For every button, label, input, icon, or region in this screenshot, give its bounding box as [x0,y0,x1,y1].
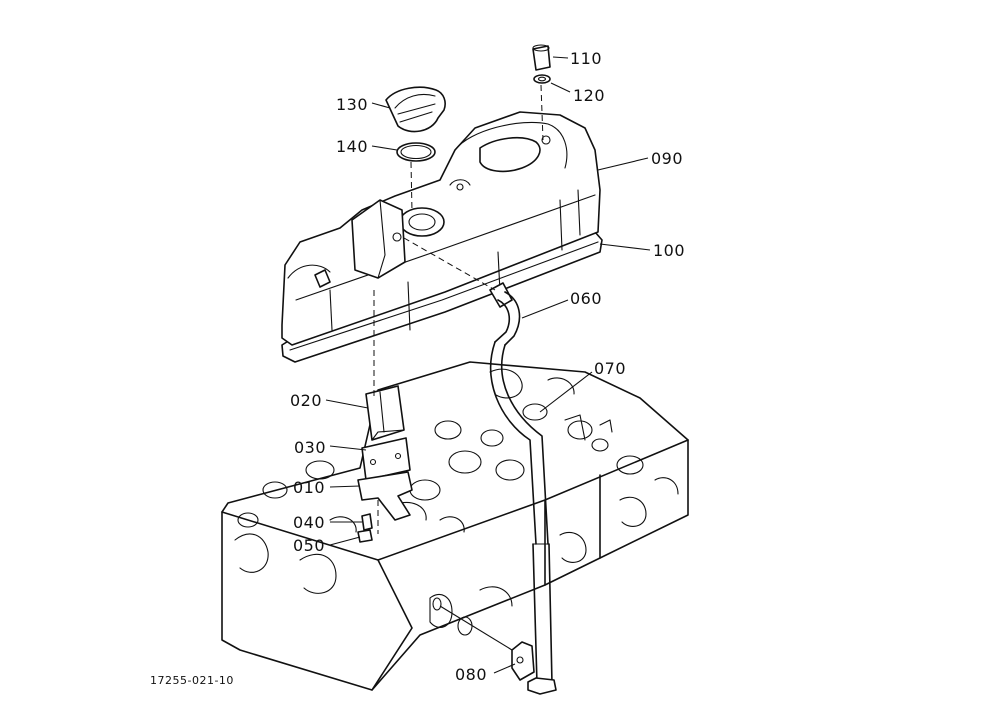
callout-labels: 110 120 130 140 090 100 060 070 020 030 … [290,49,685,684]
callout-040: 040 [293,513,325,532]
callout-050: 050 [293,536,325,555]
callout-110: 110 [570,49,602,68]
o-ring-drawing [396,142,436,162]
washer-drawing [533,74,551,84]
callout-120: 120 [573,86,605,105]
callout-140: 140 [336,137,368,156]
oil-filler-cap-drawing [385,86,446,133]
pipe-clamp-drawing [511,641,535,681]
figure-id-label: 17255-021-10 [150,674,234,687]
breather-hose-drawing [494,291,521,346]
callout-090: 090 [651,149,683,168]
breather-bracket-drawing [357,471,413,521]
head-cover-drawing [281,111,601,346]
center-lines [373,84,544,534]
breather-pipe-drawing [490,341,557,695]
callout-030: 030 [294,438,326,457]
cap-nut-drawing [532,44,551,71]
callout-130: 130 [336,95,368,114]
callout-010: 010 [293,478,325,497]
leader-lines [325,56,651,674]
breather-valve-drawing [365,385,405,441]
callout-080: 080 [455,665,487,684]
callout-100: 100 [653,241,685,260]
nut-drawing [357,529,373,543]
screw-drawing [361,513,373,531]
callout-060: 060 [570,289,602,308]
callout-070: 070 [594,359,626,378]
breather-plate-drawing [361,437,411,481]
callout-020: 020 [290,391,322,410]
cylinder-head-drawing [221,361,689,691]
